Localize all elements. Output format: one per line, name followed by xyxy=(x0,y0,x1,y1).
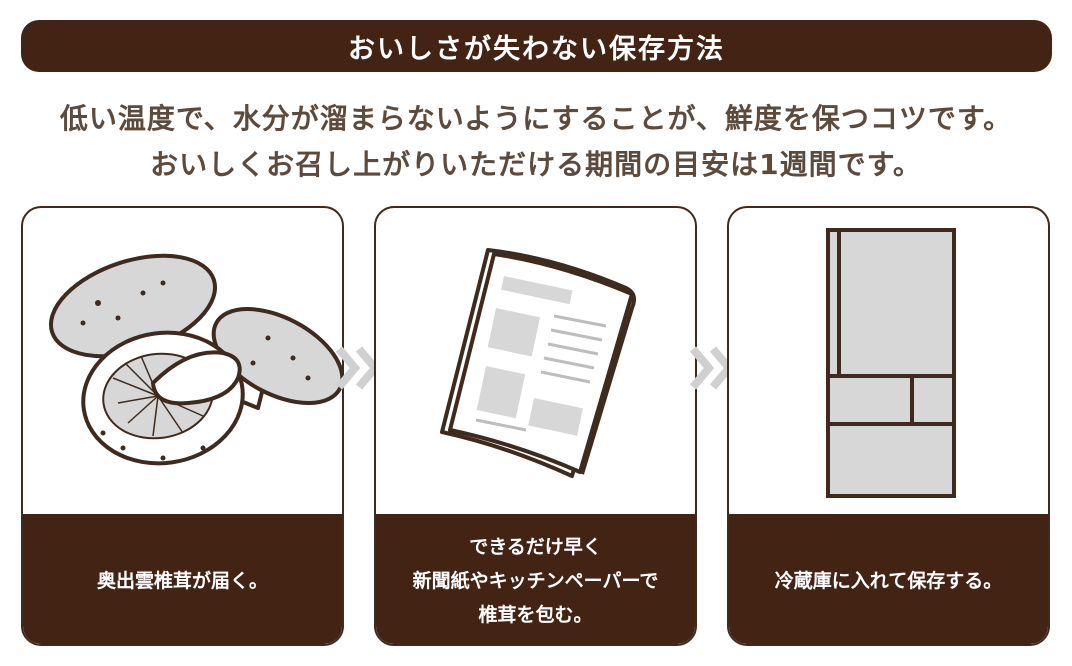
step-card-1: 奥出雲椎茸が届く。 xyxy=(21,206,344,646)
illustration-area xyxy=(23,208,342,514)
step-caption: 奥出雲椎茸が届く。 xyxy=(23,514,342,644)
caption-line: 冷蔵庫に入れて保存する。 xyxy=(774,570,1003,592)
caption-line: できるだけ早く xyxy=(469,536,602,558)
page-title: おいしさが失わない保存方法 xyxy=(21,20,1052,72)
illustration-area xyxy=(729,208,1048,514)
intro-text: 低い温度で、水分が溜まらないようにすることが、鮮度を保つコツです。 おいしくお召… xyxy=(0,96,1072,188)
step-caption: できるだけ早く 新聞紙やキッチンペーパーで 椎茸を包む。 xyxy=(376,514,695,644)
shiitake-mushroom-icon xyxy=(48,253,342,466)
step-caption: 冷蔵庫に入れて保存する。 xyxy=(729,514,1048,644)
caption-line: 奥出雲椎茸が届く。 xyxy=(96,570,268,592)
caption-line: 新聞紙やキッチンペーパーで xyxy=(412,570,659,592)
caption-line: 椎茸を包む。 xyxy=(478,604,593,626)
illustration-area xyxy=(376,208,695,514)
intro-line-1: 低い温度で、水分が溜まらないようにすることが、鮮度を保つコツです。 xyxy=(59,102,1013,135)
step-card-2: できるだけ早く 新聞紙やキッチンペーパーで 椎茸を包む。 xyxy=(374,206,697,646)
refrigerator-icon xyxy=(826,228,956,498)
intro-line-2: おいしくお召し上がりいただける期間の目安は1週間です。 xyxy=(150,148,922,181)
newspaper-icon xyxy=(440,248,636,478)
step-card-3: 冷蔵庫に入れて保存する。 xyxy=(727,206,1050,646)
